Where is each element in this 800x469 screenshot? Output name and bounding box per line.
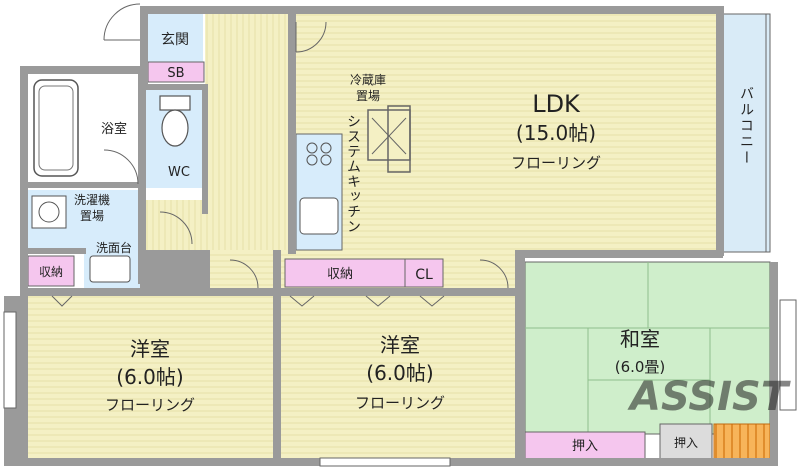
windows (3, 299, 797, 467)
sb-label: SB (167, 66, 184, 81)
ldk-floor-label: フローリング (511, 154, 601, 172)
kitchen-label: システムキッチン (345, 114, 361, 234)
closet-doors (51, 295, 445, 307)
cl-label: CL (415, 267, 433, 283)
washitsu-name: 和室 (620, 327, 660, 351)
oshiire-box (524, 431, 646, 460)
bathtub-icon (33, 79, 79, 177)
ldk-size: (15.0帖) (516, 121, 596, 145)
oshiire-small-label: 押入 (674, 436, 698, 450)
pillar (387, 105, 411, 173)
storage-left-box (27, 255, 75, 287)
sink-icon (299, 197, 339, 235)
balcony-area (721, 13, 771, 253)
storage-mid-box (284, 258, 406, 288)
bathtub-inner (38, 85, 74, 171)
ldk-name: LDK (532, 90, 581, 118)
ldk-floor (288, 12, 718, 252)
oshiire-label: 押入 (572, 439, 598, 454)
storage-left-label: 収納 (39, 265, 63, 279)
storage-mid-label: 収納 (327, 267, 353, 282)
bath-label: 浴室 (101, 121, 127, 137)
genkan-floor (148, 14, 203, 62)
door-swings (103, 3, 509, 289)
genkan-label: 玄関 (161, 31, 189, 48)
balcony-label: バルコニー (738, 86, 754, 166)
room-mid-name: 洋室 (380, 333, 420, 357)
room-mid-size: (6.0帖) (366, 361, 433, 385)
room-left-name: 洋室 (130, 337, 170, 361)
room-mid-floor (280, 295, 518, 460)
stove-icon (306, 142, 332, 166)
laundry-label-2: 置場 (80, 209, 104, 223)
stair-icon (713, 423, 771, 461)
washer-drum (38, 201, 60, 223)
toilet-icon (159, 95, 191, 147)
tatami-lines (525, 262, 770, 434)
wc-label: WC (168, 165, 190, 180)
washitsu-size: (6.0畳) (615, 358, 666, 376)
fridge-space (367, 109, 411, 161)
room-left-size: (6.0帖) (116, 365, 183, 389)
watermark-logo: ASSIST (627, 374, 791, 420)
fridge-label-1: 冷蔵庫 (350, 73, 386, 87)
washbasin-label: 洗面台 (96, 240, 132, 255)
washer-icon (31, 195, 67, 229)
room-mid-floor: フローリング (355, 394, 445, 412)
basin-icon (89, 255, 131, 283)
laundry-label-1: 洗濯機 (74, 192, 110, 207)
fridge-cross-2 (371, 117, 407, 155)
cl-box (404, 258, 444, 288)
fridge-label-2: 置場 (356, 89, 380, 103)
room-left-floor (28, 295, 273, 460)
oshiire-small-box (659, 423, 713, 460)
room-left-floor: フローリング (105, 396, 195, 414)
